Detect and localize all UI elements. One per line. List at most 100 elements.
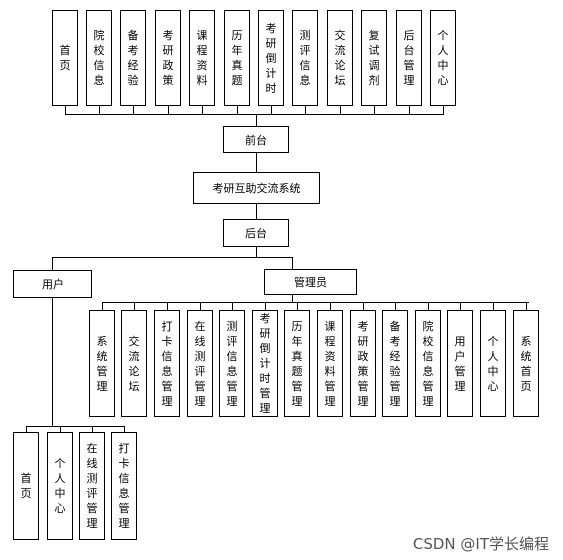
top-module-label: 历年真题 (231, 29, 243, 87)
connector-line (428, 302, 429, 310)
top-module-box: 个人中心 (430, 10, 456, 106)
connector-line (271, 106, 272, 114)
back-label: 后台 (245, 227, 267, 240)
user-module-label: 个人中心 (54, 457, 66, 515)
connector-line (232, 302, 233, 310)
admin-module-label: 在线测评管理 (194, 319, 206, 408)
user-module-box: 首页 (13, 432, 39, 540)
connector-line (256, 114, 257, 126)
connector-line (493, 302, 494, 310)
top-module-box: 交流论坛 (327, 10, 353, 106)
top-module-box: 首页 (52, 10, 78, 106)
admin-module-box: 课程资料管理 (317, 310, 343, 417)
top-module-label: 测评信息 (299, 29, 311, 87)
top-module-box: 后台管理 (396, 10, 422, 106)
connector-line (102, 302, 103, 310)
top-module-label: 考研政策 (162, 29, 174, 87)
admin-module-box: 个人中心 (480, 310, 506, 417)
connector-line (102, 302, 529, 303)
top-module-box: 考研政策 (155, 10, 181, 106)
user-module-box: 在线测评管理 (79, 432, 105, 540)
top-module-box: 历年真题 (224, 10, 250, 106)
connector-line (52, 298, 53, 426)
connector-line (292, 295, 293, 302)
connector-line (133, 106, 134, 114)
user-module-label: 首页 (20, 472, 32, 500)
user-module-label: 在线测评管理 (86, 442, 98, 530)
top-module-label: 备考经验 (127, 29, 139, 87)
user-module-box: 个人中心 (47, 432, 73, 540)
connector-line (256, 247, 257, 257)
connector-line (26, 426, 124, 427)
system-label: 考研互助交流系统 (212, 182, 301, 195)
connector-line (65, 114, 444, 115)
admin-module-box: 系统管理 (89, 310, 115, 417)
front-label: 前台 (245, 133, 267, 147)
connector-line (363, 302, 364, 310)
admin-module-label: 打卡信息管理 (161, 319, 173, 408)
admin-module-label: 系统管理 (96, 334, 108, 393)
admin-box: 管理员 (264, 269, 357, 295)
top-module-box: 考研倒计时 (258, 10, 284, 106)
connector-line (167, 302, 168, 310)
connector-line (340, 106, 341, 114)
connector-line (52, 257, 292, 258)
connector-line (65, 106, 66, 114)
front-box: 前台 (223, 126, 289, 153)
admin-module-label: 用户管理 (454, 334, 466, 393)
admin-module-label: 考研倒计时管理 (259, 312, 271, 415)
admin-module-box: 系统首页 (513, 310, 539, 417)
connector-line (443, 106, 444, 114)
connector-line (256, 204, 257, 219)
top-module-label: 首页 (59, 44, 71, 72)
top-module-box: 课程资料 (189, 10, 215, 106)
admin-module-label: 备考经验管理 (389, 319, 401, 408)
connector-line (168, 106, 169, 114)
admin-module-label: 课程资料管理 (324, 319, 336, 408)
admin-module-label: 测评信息管理 (226, 319, 238, 408)
admin-module-box: 考研政策管理 (350, 310, 376, 417)
connector-line (52, 257, 53, 270)
connector-line (60, 426, 61, 432)
top-module-box: 院校信息 (86, 10, 112, 106)
top-module-box: 备考经验 (120, 10, 146, 106)
connector-line (256, 153, 257, 172)
admin-module-label: 历年真题管理 (291, 319, 303, 408)
back-box: 后台 (223, 219, 289, 247)
admin-module-box: 备考经验管理 (382, 310, 408, 417)
connector-line (292, 257, 293, 269)
admin-module-box: 用户管理 (447, 310, 473, 417)
connector-line (26, 426, 27, 432)
admin-module-label: 系统首页 (520, 334, 532, 393)
top-module-label: 交流论坛 (334, 29, 346, 87)
admin-label: 管理员 (294, 276, 327, 289)
connector-line (526, 302, 527, 310)
admin-module-box: 考研倒计时管理 (252, 310, 278, 417)
connector-line (460, 302, 461, 310)
admin-module-box: 院校信息管理 (415, 310, 441, 417)
connector-line (202, 106, 203, 114)
connector-line (200, 302, 201, 310)
connector-line (297, 302, 298, 310)
admin-module-label: 交流论坛 (128, 334, 140, 393)
system-box: 考研互助交流系统 (193, 172, 320, 204)
admin-module-box: 历年真题管理 (284, 310, 310, 417)
top-module-box: 复试调剂 (361, 10, 387, 106)
top-module-label: 复试调剂 (368, 29, 380, 87)
top-module-label: 课程资料 (196, 29, 208, 87)
top-module-label: 院校信息 (93, 29, 105, 87)
connector-line (134, 302, 135, 310)
connector-line (305, 106, 306, 114)
connector-line (330, 302, 331, 310)
admin-module-label: 个人中心 (487, 334, 499, 393)
user-box: 用户 (13, 270, 92, 298)
admin-module-box: 在线测评管理 (187, 310, 213, 417)
connector-line (409, 106, 410, 114)
admin-module-label: 院校信息管理 (422, 319, 434, 408)
user-label: 用户 (42, 278, 64, 291)
connector-line (99, 106, 100, 114)
admin-module-box: 打卡信息管理 (154, 310, 180, 417)
admin-module-box: 交流论坛 (121, 310, 147, 417)
top-module-label: 考研倒计时 (265, 21, 277, 95)
top-module-box: 测评信息 (292, 10, 318, 106)
